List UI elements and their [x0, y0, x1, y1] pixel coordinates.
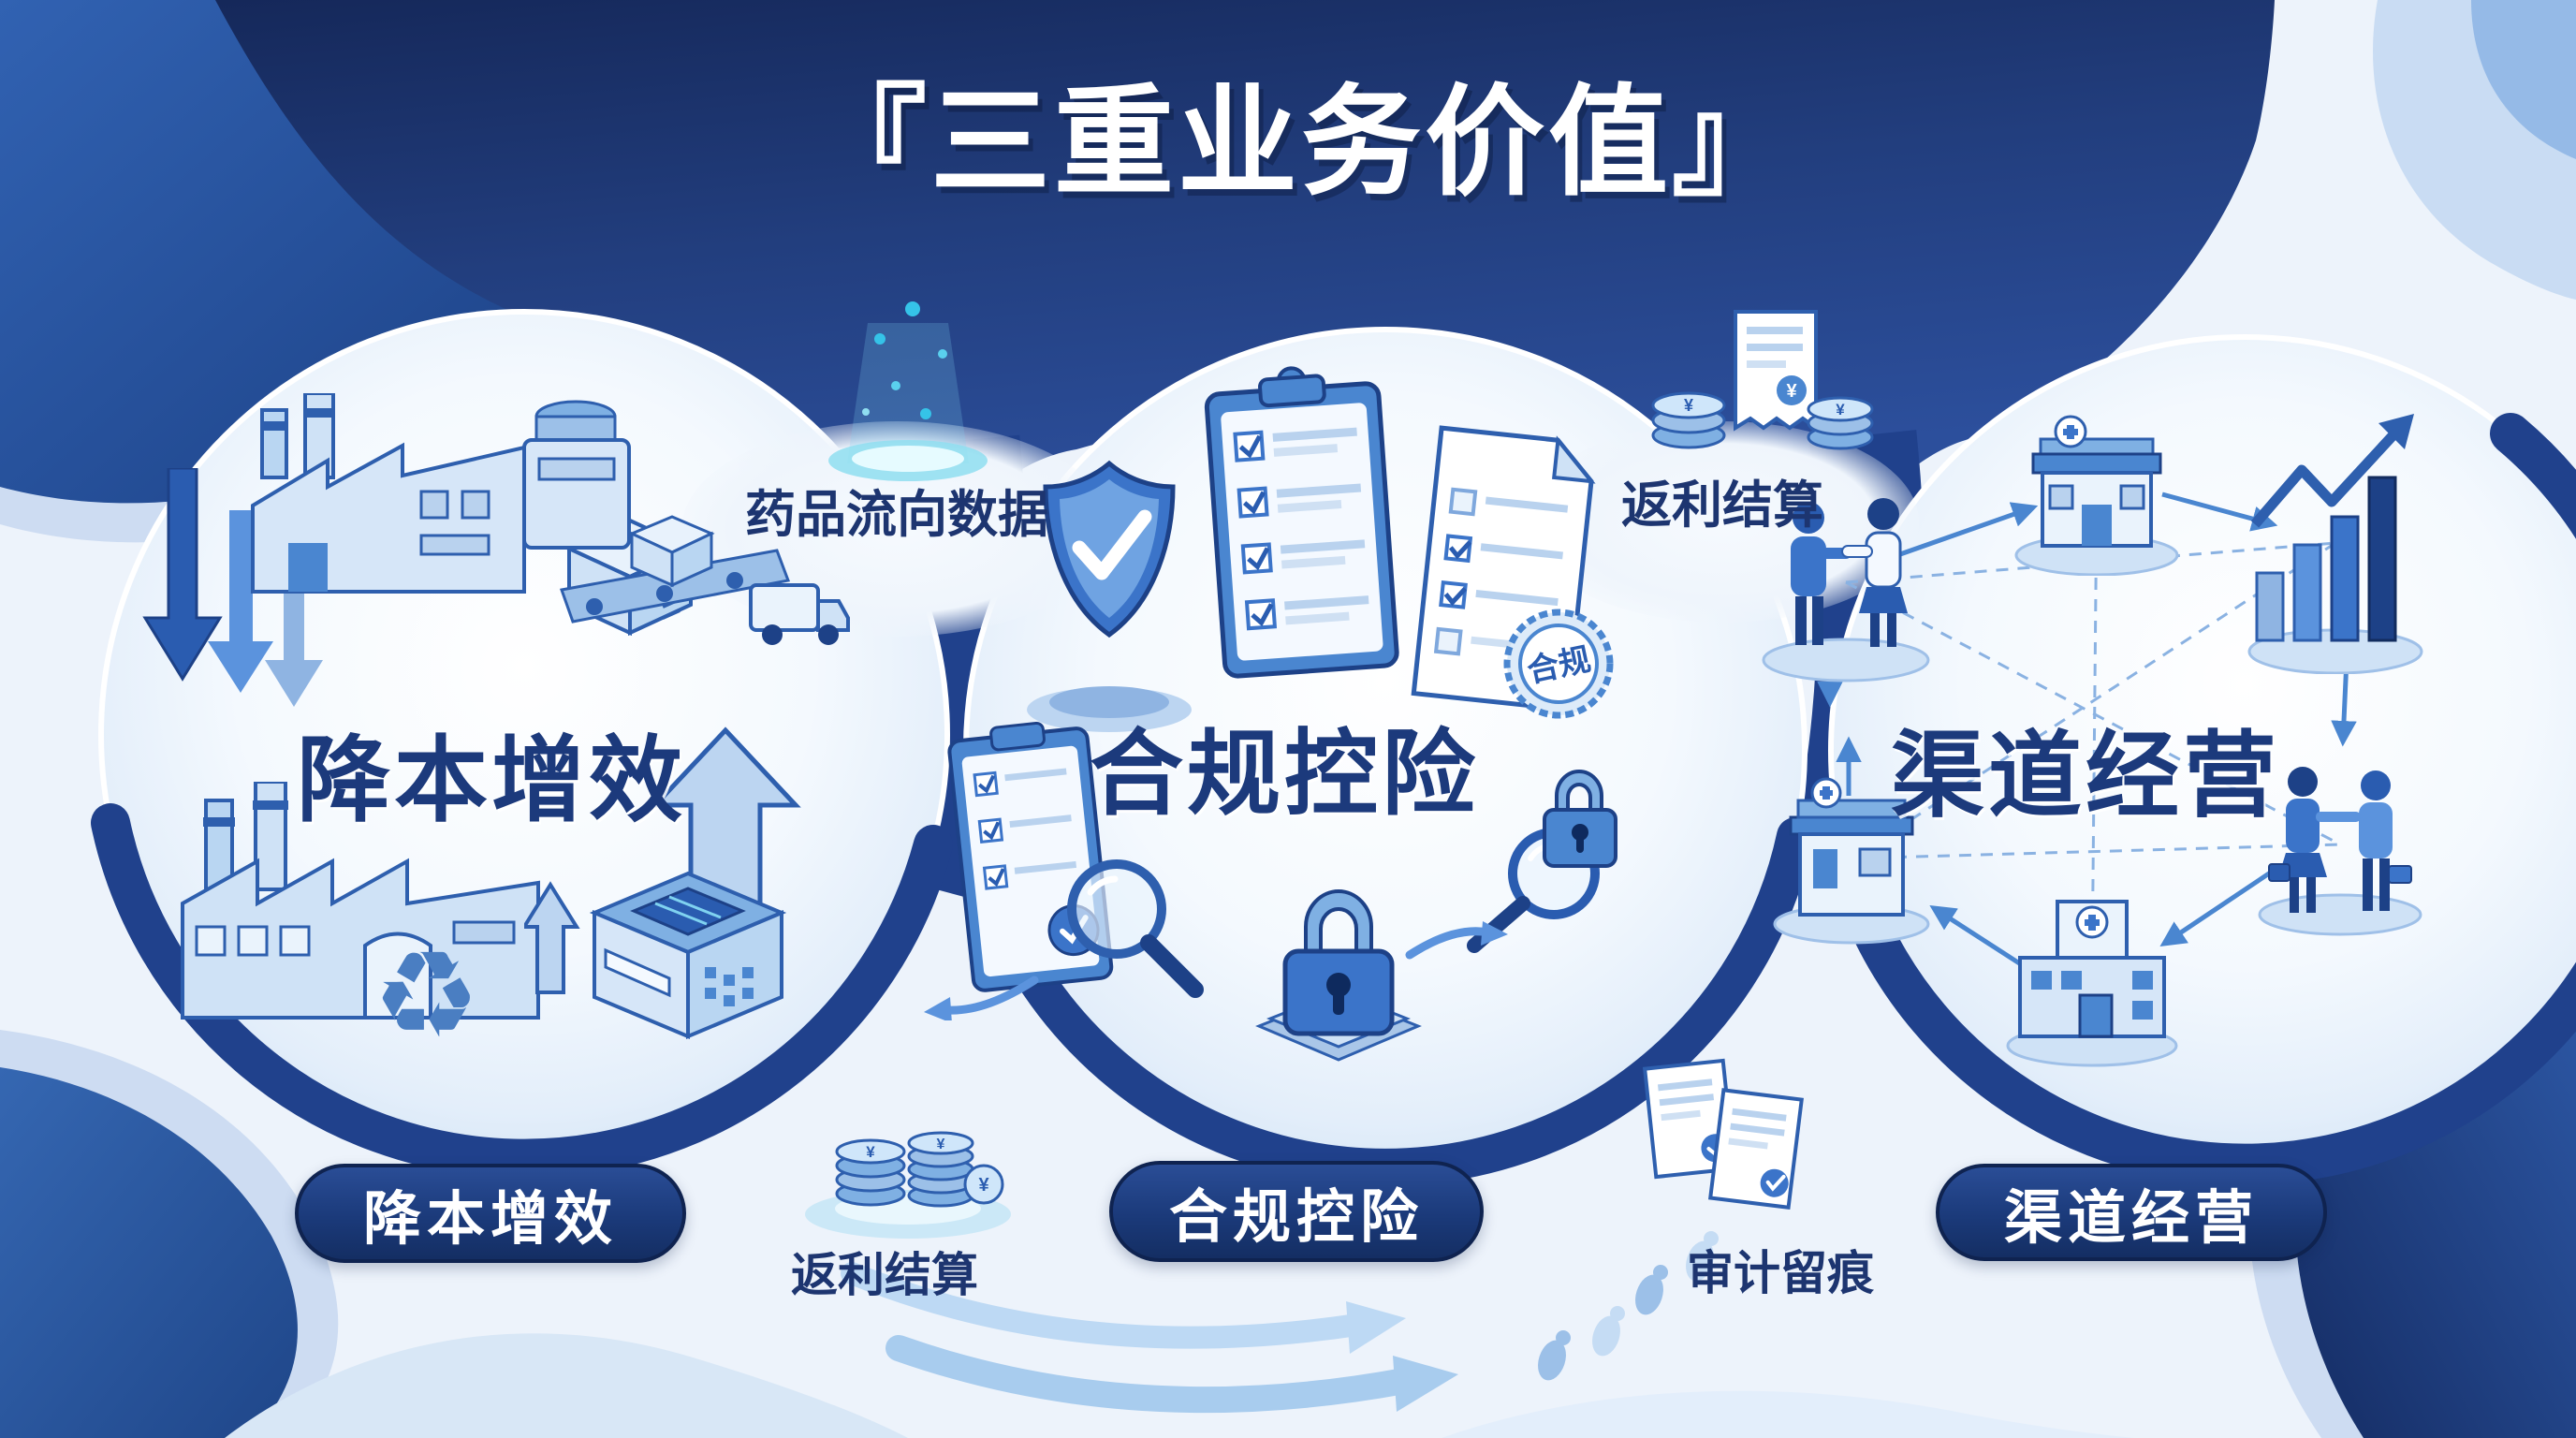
pill-channel-label: 渠道经营 — [2003, 1186, 2259, 1251]
hospital-icon — [2003, 885, 2181, 1072]
scanner-machine-icon — [576, 838, 800, 1053]
crescent-right-circle — [1824, 413, 2576, 1185]
receipt: ¥ — [1734, 310, 1818, 432]
note-rebate-bottom: 返利结算 — [791, 1249, 978, 1301]
yen-mark: ¥ — [978, 1175, 989, 1196]
arrow-left-small-icon — [922, 969, 1044, 1025]
note-rebate-top: 返利结算 — [1621, 477, 1823, 534]
note-audit-trail: 审计留痕 — [1687, 1247, 1874, 1299]
handshake-people-icon — [1760, 482, 1933, 688]
factory-icon — [234, 391, 543, 637]
flow-arrows-icon — [796, 1245, 1526, 1437]
circle-label-compliance: 合规控险 — [1090, 722, 1479, 827]
recycle-icon: ♻ — [373, 936, 480, 1056]
poster-title: 『三重业务价值』 — [806, 76, 1795, 210]
corner-blob-bottom-left — [0, 1067, 298, 1438]
coins-left: ¥ — [1651, 391, 1726, 449]
circle-label-cost: 降本增效 — [297, 728, 686, 833]
pill-compliance-label: 合规控险 — [1168, 1185, 1424, 1250]
bottom-wave-left — [225, 1333, 908, 1438]
conveyor-truck-icon — [505, 393, 852, 721]
pharmacy-icon — [2012, 407, 2181, 580]
coins-right: ¥ — [1807, 396, 1874, 450]
padlock-small-icon — [1526, 744, 1633, 880]
compliance-seal-icon: 合规 — [1500, 606, 1617, 726]
padlock-base-icon — [1240, 833, 1437, 1072]
bottom-wave-right — [1442, 1390, 2134, 1438]
rebate-coins-receipt-icon: ¥ ¥ ¥ — [1649, 304, 1874, 463]
down-arrows-icon — [131, 466, 328, 735]
pharmacy2-icon — [1772, 772, 1931, 950]
hologram-data-icon — [810, 281, 1006, 492]
arrow-right-small-icon — [1402, 919, 1510, 971]
clipboard-checklist-icon — [1204, 360, 1399, 683]
factory2-icon — [154, 780, 557, 1058]
magnifier-icon — [1053, 847, 1212, 1011]
pill-channel: 渠道经营 — [1936, 1164, 2327, 1261]
audit-documents-icon — [1633, 1053, 1811, 1231]
yen-mark: ¥ — [1684, 396, 1693, 415]
bar-chart-growth-icon — [2242, 412, 2429, 679]
note-bump-rebate-top — [1526, 421, 1919, 623]
circle-label-channel: 渠道经营 — [1891, 724, 2280, 829]
coins-icon: ¥ ¥ ¥ — [800, 1053, 1016, 1245]
shield-check-icon — [1016, 449, 1203, 744]
yen-mark: ¥ — [866, 1143, 875, 1161]
footprints-icon — [1516, 1212, 1732, 1395]
pill-compliance: 合规控险 — [1109, 1161, 1484, 1262]
handshake-people2-icon — [2256, 754, 2424, 941]
pill-cost: 降本增效 — [295, 1164, 686, 1263]
yen-mark: ¥ — [1786, 381, 1797, 402]
pill-cost-label: 降本增效 — [362, 1187, 618, 1252]
yen-mark: ¥ — [1836, 401, 1845, 418]
recycle-glyph: ♻ — [373, 926, 480, 1065]
corner-blob-top-right-medium — [2471, 0, 2576, 159]
note-drug-flow: 药品流向数据 — [745, 487, 1048, 543]
yen-mark: ¥ — [937, 1137, 945, 1152]
